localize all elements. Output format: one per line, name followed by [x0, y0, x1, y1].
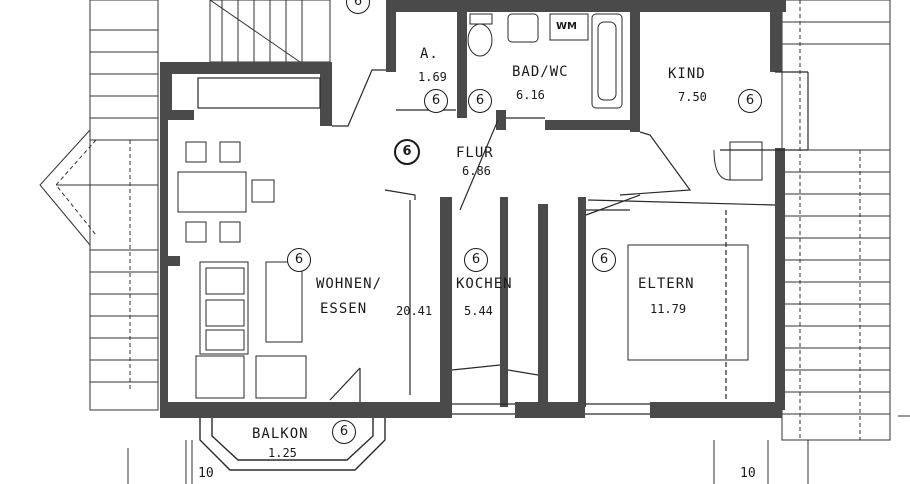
room-abstell-name: A.	[420, 46, 439, 62]
room-balkon-name: BALKON	[252, 426, 309, 442]
double-bed	[627, 244, 749, 361]
room-kochen-name: KOCHEN	[456, 276, 513, 292]
room-abstell-badge: 6	[424, 89, 448, 113]
room-wohnen-name-line2: ESSEN	[320, 301, 368, 317]
room-bad-badge: 6	[468, 89, 492, 113]
dimension-mark-left: 10	[198, 466, 214, 481]
interior-lines	[197, 69, 809, 415]
dimension-mark-right: 10	[740, 466, 756, 481]
room-eltern-area: 11.79	[650, 302, 687, 316]
room-wohnen-area: 20.41	[396, 304, 433, 318]
room-kochen-area: 5.44	[464, 304, 493, 318]
room-balkon-area: 1.25	[268, 446, 297, 460]
washing-machine-label: WM	[556, 21, 577, 32]
room-kind-badge: 6	[738, 89, 762, 113]
room-wohnen-badge: 6	[287, 248, 311, 272]
room-kind-area: 7.50	[678, 90, 707, 104]
roof-slope-right	[781, 0, 891, 441]
washing-machine-box	[549, 13, 589, 41]
room-abstell-area: 1.69	[418, 70, 447, 84]
room-kochen-badge: 6	[464, 248, 488, 272]
roof-slope-left	[39, 0, 159, 411]
room-wohnen-name-line1: WOHNEN/	[316, 276, 383, 292]
room-flur-badge: 6	[394, 139, 420, 165]
bathtub	[591, 13, 623, 109]
room-eltern-name: ELTERN	[638, 276, 695, 292]
room-flur-area: 6.86	[462, 164, 491, 178]
room-balkon-badge: 6	[332, 420, 356, 444]
balcony	[199, 418, 386, 471]
walls	[160, 0, 786, 418]
room-kind-name: KIND	[668, 66, 706, 82]
room-bad-name: BAD/WC	[512, 64, 569, 80]
dimension-lines	[127, 415, 910, 484]
room-eltern-badge: 6	[592, 248, 616, 272]
room-flur-name: FLUR	[456, 145, 494, 161]
room-bad-area: 6.16	[516, 88, 545, 102]
furniture	[177, 13, 763, 399]
stairwell	[209, 0, 331, 63]
dining-table	[177, 171, 247, 213]
sofa	[199, 261, 249, 355]
